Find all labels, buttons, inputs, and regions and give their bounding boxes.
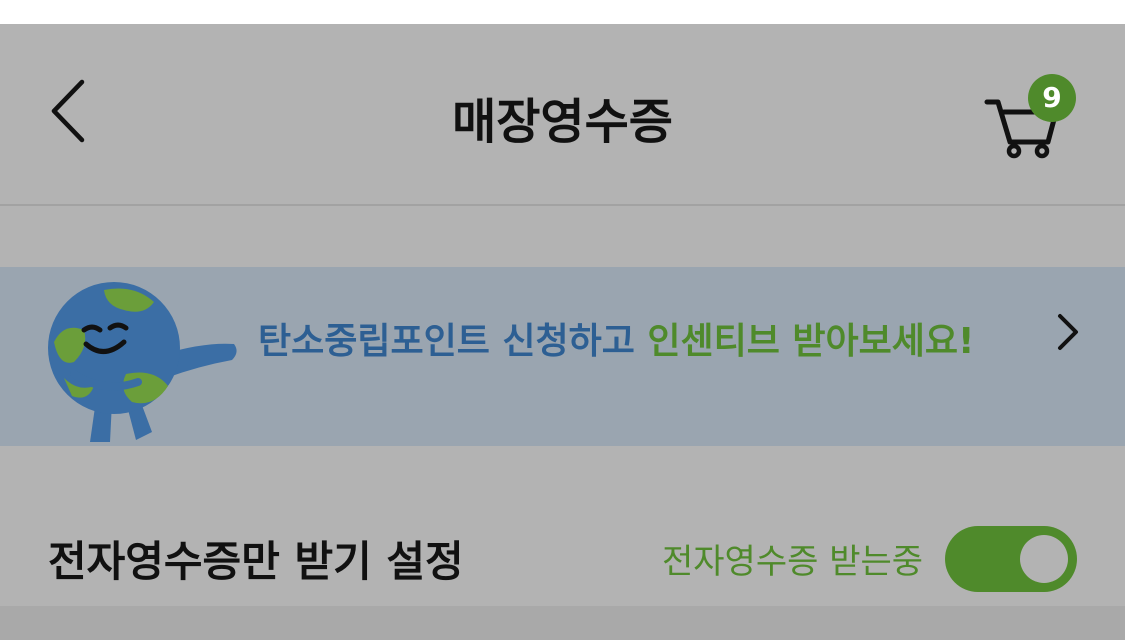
banner-text-highlight-green: 인센티브 받아보세요!: [647, 321, 975, 362]
banner-text: 탄소중립포인트 신청하고 인센티브 받아보세요!: [258, 312, 974, 364]
toggle-knob: [1020, 535, 1068, 583]
chevron-right-icon: [1058, 314, 1078, 350]
earth-mascot-icon: [48, 282, 237, 442]
setting-status: 전자영수증 받는중: [662, 542, 924, 582]
section-divider: [0, 606, 1125, 640]
page-title: 매장영수증: [452, 94, 673, 150]
back-button[interactable]: [38, 76, 98, 146]
cart-count-badge: 9: [1028, 74, 1076, 122]
e-receipt-setting-row: 전자영수증만 받기 설정 전자영수증 받는중: [0, 446, 1125, 606]
chevron-left-icon: [51, 79, 85, 143]
screen: 매장영수증 9 전자영수증만 받기 설정 전자영수증 받는중: [0, 24, 1125, 640]
banner-arrow-button[interactable]: [1048, 310, 1088, 354]
app-header: 매장영수증 9: [0, 24, 1125, 206]
banner-text-highlight-blue: 탄소중립포인트 신청하고: [258, 321, 648, 362]
setting-label: 전자영수증만 받기 설정: [48, 537, 464, 586]
e-receipt-toggle[interactable]: [945, 526, 1077, 592]
cart-button[interactable]: 9: [982, 74, 1082, 159]
